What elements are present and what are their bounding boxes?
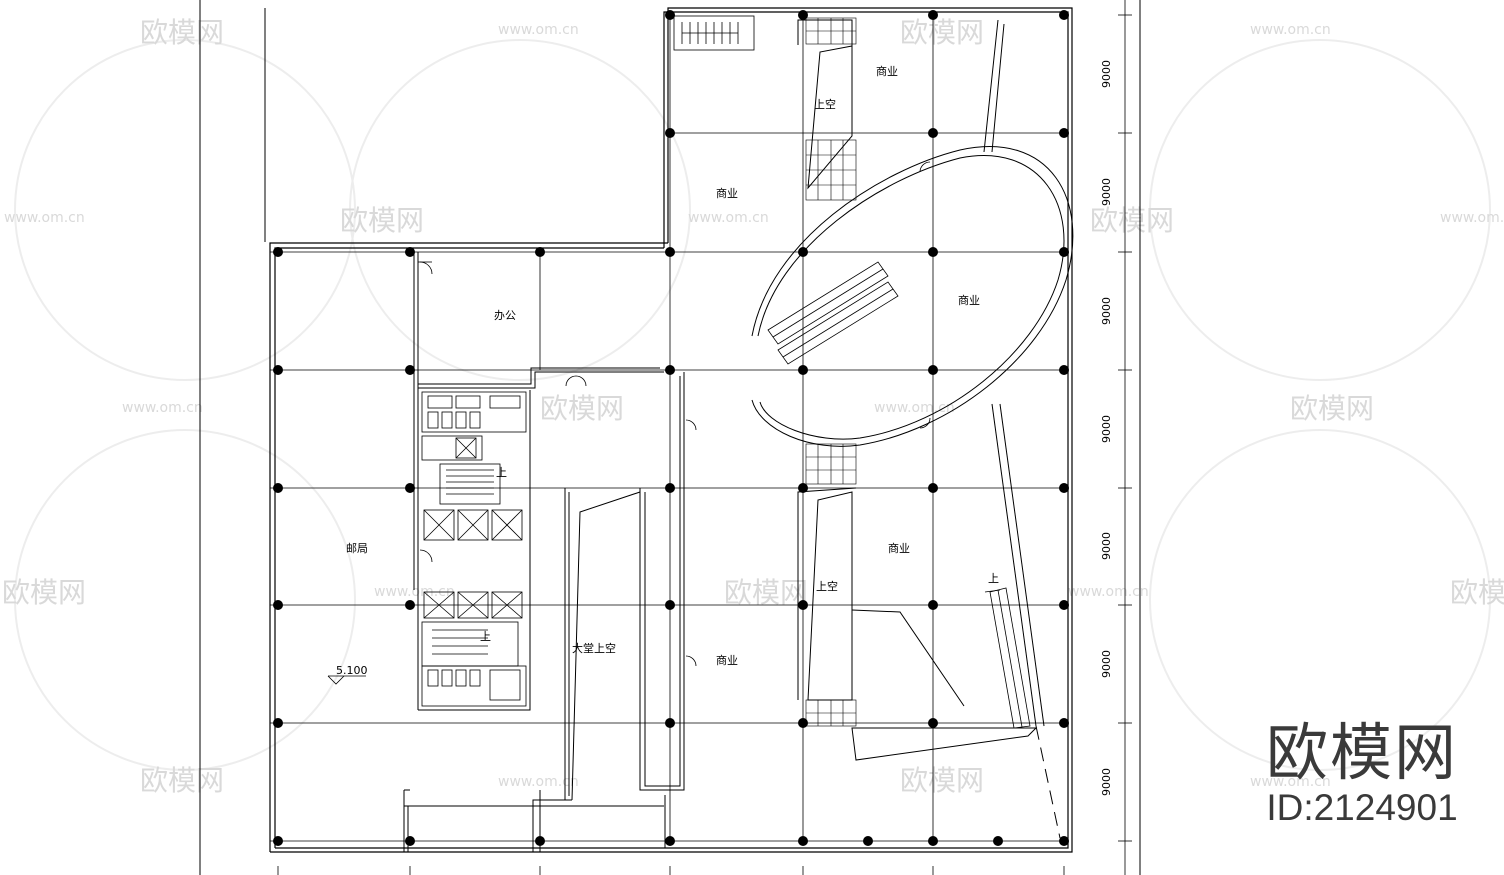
level-mark-text: 5.100: [336, 664, 368, 677]
watermark-url: www.om.cn: [122, 400, 203, 416]
doors: [418, 161, 931, 667]
room-label-office: 办公: [494, 309, 516, 322]
watermark-logo: 欧模网: [540, 392, 624, 425]
lobby-void-outline: [571, 491, 641, 801]
stair-up-mark: 上: [496, 466, 507, 479]
watermark-logo: 欧模网: [2, 576, 86, 609]
watermark-logo: 欧模网: [1290, 392, 1374, 425]
stair-north: [673, 15, 755, 51]
dimension-label: 9000: [1100, 650, 1113, 678]
dimension-label: 9000: [1100, 415, 1113, 443]
watermark-url: www.om.cn: [4, 210, 85, 226]
stair-marks: 上 上 上: [480, 466, 999, 643]
room-label-void-lower: 上空: [816, 579, 838, 593]
watermark-layer: 欧模网 www.om.cn 欧模网 www.om.cn www.om.cn 欧模…: [2, 16, 1504, 797]
dimension-label: 9000: [1100, 60, 1113, 88]
watermark-url: www.om.cn: [874, 400, 955, 416]
room-label-lobby-void: 大堂上空: [572, 641, 616, 655]
room-labels: 商业 上空 商业 办公 商业 邮局 商业 上空 大堂上空 商业: [346, 64, 980, 667]
dimension-label: 9000: [1100, 178, 1113, 206]
tile-panels: [805, 17, 857, 727]
level-marker: 5.100: [327, 664, 368, 685]
brand-logo: 欧模网: [1265, 716, 1458, 789]
watermark-logo: 欧模网: [900, 764, 984, 797]
room-label-commercial-upper-mid: 商业: [716, 186, 738, 200]
watermark-url: www.om.cn: [1250, 774, 1331, 790]
watermark-url: www.om.cn: [374, 584, 455, 600]
watermark-url: www.om.cn: [688, 210, 769, 226]
columns: [273, 10, 1069, 846]
structural-grid: [270, 15, 1064, 842]
bottom-ticks: [277, 866, 1065, 875]
watermark-url: www.om.cn: [1068, 584, 1149, 600]
watermark-logo: 欧模网: [140, 16, 224, 49]
watermark-logo: 欧模网: [900, 16, 984, 49]
room-label-commercial-lower-right: 商业: [888, 541, 910, 555]
dimension-label: 9000: [1100, 768, 1113, 796]
room-label-commercial-atrium: 商业: [958, 293, 980, 307]
stair-up-mark: 上: [988, 572, 999, 585]
dimension-labels: 9000 9000 9000 9000 9000 9000 9000: [1100, 60, 1113, 796]
watermark-logo: 欧模网: [1090, 204, 1174, 237]
stair-up-mark: 上: [480, 630, 491, 643]
watermark-url: www.om.cn: [498, 22, 579, 38]
interior-walls: [403, 252, 685, 852]
dimension-chain: [1118, 0, 1132, 875]
watermark-logo: 欧模网: [140, 764, 224, 797]
watermark-logo: 欧模网: [1450, 576, 1504, 609]
escalators: [767, 261, 1031, 729]
core-block: [421, 391, 527, 707]
watermark-url: www.om.cn: [1440, 210, 1504, 226]
brand-id: ID:2124901: [1266, 787, 1458, 828]
site-boundary: [199, 0, 1141, 875]
dimension-label: 9000: [1100, 297, 1113, 325]
atrium: [751, 146, 1074, 447]
watermark-logo: 欧模网: [724, 576, 808, 609]
room-label-post-office: 邮局: [346, 542, 368, 555]
watermark-url: www.om.cn: [1250, 22, 1331, 38]
dimension-label: 9000: [1100, 532, 1113, 560]
room-label-commercial-top: 商业: [876, 64, 898, 78]
watermark-logo: 欧模网: [340, 204, 424, 237]
slanted-walls: [983, 19, 1061, 839]
watermark-url: www.om.cn: [498, 774, 579, 790]
room-label-void-top: 上空: [814, 97, 836, 111]
void-shafts: [797, 19, 1038, 761]
brand-watermark: 欧模网 ID:2124901: [1262, 718, 1462, 828]
room-label-commercial-lower-mid: 商业: [716, 653, 738, 667]
